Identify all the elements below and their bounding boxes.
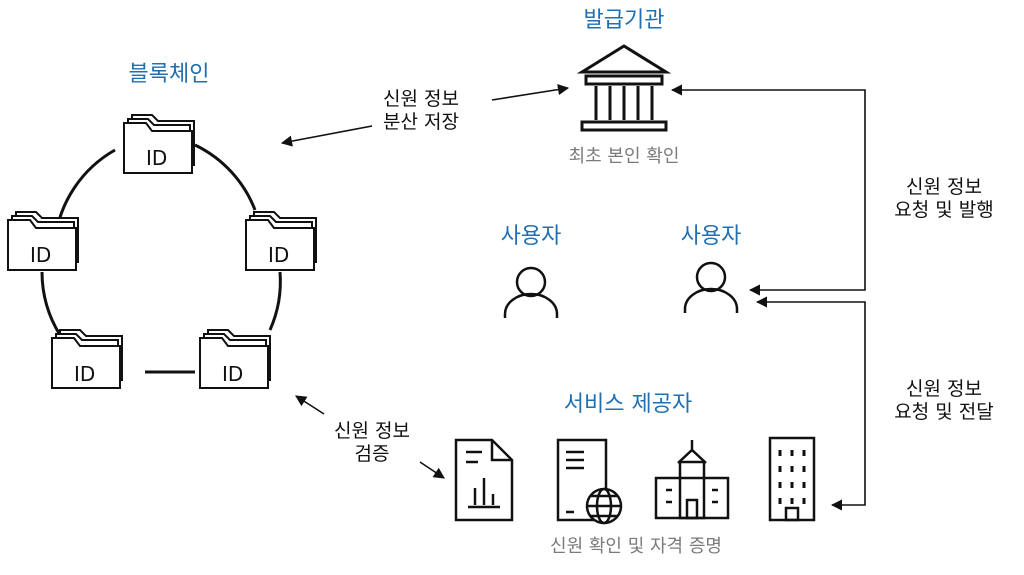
arrows: [280, 84, 866, 511]
arrow-issuer-to-user: [670, 84, 866, 296]
arrow-to-blockchain: [280, 125, 373, 147]
server-globe-icon: [556, 438, 623, 525]
issuer-title: 발급기관: [583, 8, 665, 33]
edge-label-verify: 신원 정보 검증: [334, 420, 410, 466]
user-label: 사용자: [680, 224, 742, 249]
school-building-icon: [654, 440, 730, 520]
node-id-label: ID: [222, 362, 244, 386]
arrow-verify-to-service: [419, 461, 445, 479]
edge-label-request-deliver: 신원 정보 요청 및 전달: [894, 378, 993, 424]
arrow-to-issuer: [491, 84, 570, 101]
user-icon: [503, 266, 559, 318]
node-id-label: ID: [146, 146, 168, 170]
user-icon: [683, 261, 739, 313]
user-label: 사용자: [500, 224, 562, 249]
office-tower-icon: [768, 436, 816, 522]
node-id-label: ID: [74, 362, 96, 386]
edge-line: 분산 저장: [383, 110, 459, 133]
edge-label-distributed-storage: 신원 정보 분산 저장: [383, 88, 459, 134]
edge-line: 요청 및 전달: [894, 400, 994, 423]
arrow-verify-to-blockchain: [295, 395, 325, 415]
edge-line: 요청 및 발행: [894, 198, 994, 221]
service-provider-title: 서비스 제공자: [563, 392, 693, 417]
edge-line: 신원 정보: [906, 176, 982, 198]
edge-line: 검증: [354, 442, 390, 465]
issuer-caption: 최초 본인 확인: [568, 146, 680, 167]
edge-line: 신원 정보: [334, 420, 410, 442]
bank-building-icon: [576, 44, 672, 132]
arrow-user-to-service: [755, 296, 866, 511]
edge-line: 신원 정보: [906, 378, 982, 400]
edge-line: 신원 정보: [383, 88, 459, 110]
node-id-label: ID: [30, 243, 52, 267]
service-provider-caption: 신원 확인 및 자격 증명: [550, 536, 722, 557]
edge-label-request-issue: 신원 정보 요청 및 발행: [894, 176, 993, 222]
document-chart-icon: [454, 438, 514, 522]
blockchain-title: 블록체인: [128, 62, 210, 87]
node-id-label: ID: [268, 243, 290, 267]
